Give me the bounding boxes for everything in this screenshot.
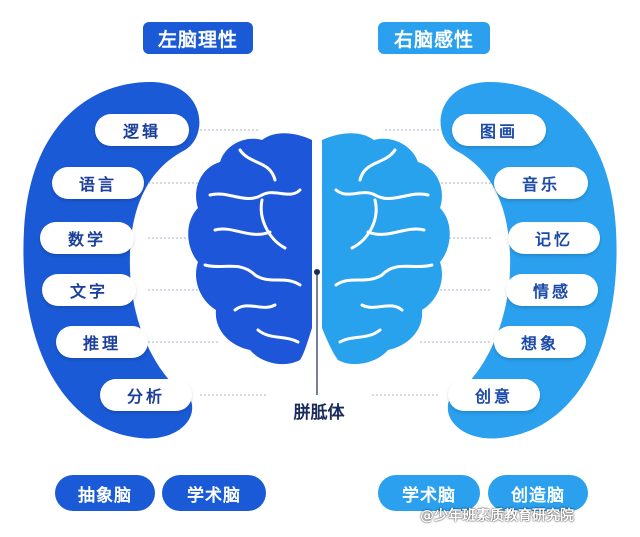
- right-brain-title: 右脑感性: [378, 22, 490, 54]
- corpus-callosum-label: 胼胝体: [293, 403, 345, 423]
- brain-right-hemisphere: [322, 133, 450, 365]
- bottom-right-creative-brain: 创造脑: [488, 475, 588, 511]
- brain-left-folds: [203, 148, 302, 344]
- bottom-right-academic-brain: 学术脑: [378, 475, 480, 511]
- brain-left-hemisphere: [188, 133, 312, 365]
- left-item-analysis: 分析: [100, 379, 192, 411]
- left-item-reasoning: 推理: [56, 326, 148, 358]
- right-item-memory: 记忆: [508, 222, 600, 254]
- left-item-math: 数学: [40, 222, 134, 254]
- right-item-imagination: 想象: [494, 326, 586, 358]
- right-item-music: 音乐: [494, 167, 588, 199]
- right-item-emotion: 情感: [506, 274, 598, 306]
- left-item-logic: 逻辑: [95, 114, 189, 146]
- watermark: @少年班素质教育研究院: [420, 505, 636, 525]
- left-item-text: 文字: [42, 274, 136, 306]
- right-item-drawing: 图画: [452, 114, 546, 146]
- watermark-text: @少年班素质教育研究院: [420, 508, 574, 524]
- bottom-left-academic-brain: 学术脑: [162, 475, 266, 511]
- brain-right-folds: [334, 148, 434, 344]
- left-item-language: 语言: [52, 167, 144, 199]
- corpus-callosum-pointer-dot: [314, 269, 320, 275]
- connector-lines: [148, 129, 492, 396]
- right-item-creativity: 创意: [448, 379, 540, 411]
- left-brain-title: 左脑理性: [143, 22, 253, 54]
- bottom-left-abstract-brain: 抽象脑: [55, 475, 155, 511]
